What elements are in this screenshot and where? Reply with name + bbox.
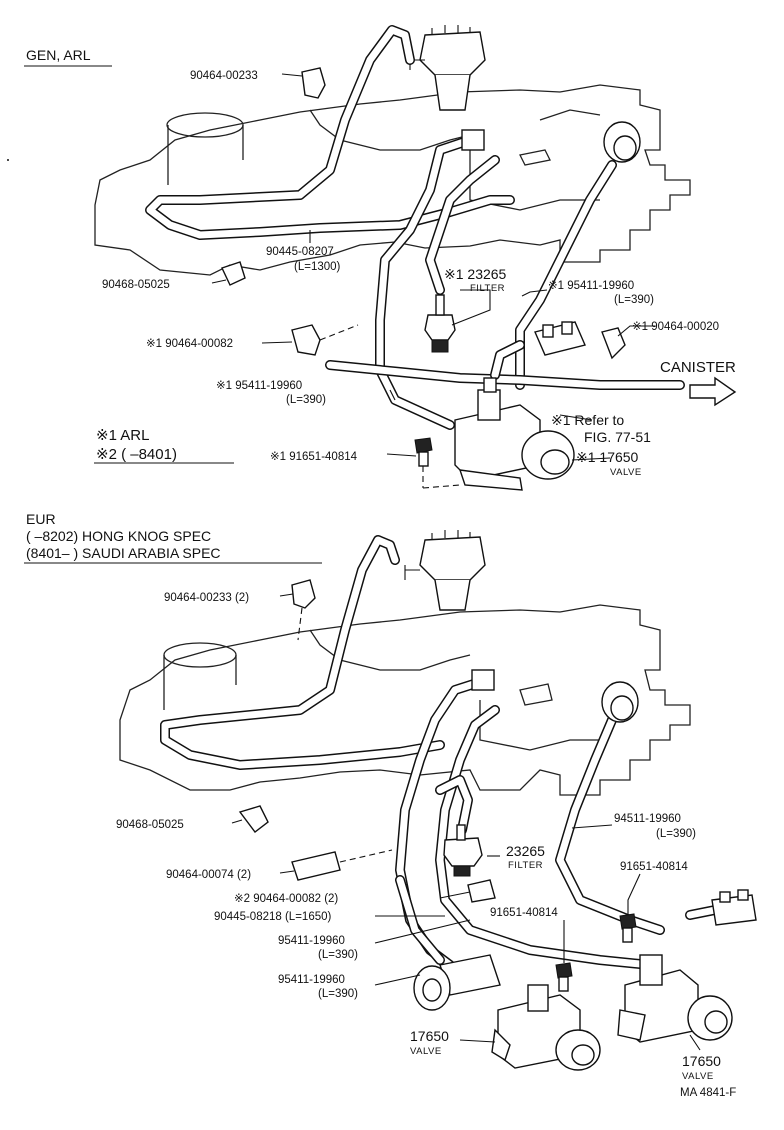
note-2: ※2 ( –8401) — [96, 446, 177, 463]
leaders-top — [211, 73, 655, 489]
bolt-91651-40814-b-icon — [555, 962, 573, 979]
bolt-91651-40814-c-icon — [619, 913, 637, 930]
callout-94511-19960: 94511-19960 — [614, 813, 681, 825]
filter-top — [424, 294, 456, 353]
valve-top — [454, 321, 586, 491]
callout-refer-to: ※1 Refer to — [551, 412, 624, 428]
callout-91651-40814-top: ※1 91651-40814 — [270, 451, 358, 463]
callout-filter-bottom: 23265 — [506, 843, 545, 859]
callout-valve-top: ※1 17650 — [576, 449, 639, 465]
callout-91651-40814-c: 91651-40814 — [490, 907, 558, 919]
canister-arrow — [689, 376, 737, 407]
connector-bottom — [685, 889, 757, 926]
callout-94511-19960-length: (L=390) — [656, 828, 696, 840]
bolt-91651-40814-icon — [414, 437, 433, 454]
callout-90464-00082-b: ※2 90464-00082 (2) — [234, 893, 338, 905]
callout-filter-bottom-label: FILTER — [508, 860, 543, 871]
clip-90464-00082-b-icon — [467, 879, 496, 903]
callout-90464-00233-b: 90464-00233 (2) — [164, 592, 249, 604]
clip-90464-00082-icon — [291, 324, 321, 356]
callout-95411-19960-c: 95411-19960 — [278, 935, 345, 947]
bottom-heading-1: EUR — [26, 511, 56, 527]
hoses-bottom — [160, 535, 665, 970]
callout-95411-19960-a-length: (L=390) — [614, 294, 654, 306]
callout-90464-00233: 90464-00233 — [190, 70, 258, 82]
distributor-top — [409, 25, 486, 111]
callout-95411-19960-c-length: (L=390) — [318, 949, 358, 961]
callout-90445-08207-length: (L=1300) — [294, 261, 341, 273]
clip-90464-00074-icon — [291, 851, 341, 881]
callout-90445-08218: 90445-08218 (L=1650) — [214, 911, 332, 923]
clips-top — [221, 67, 626, 467]
callout-valve-bottom-left: 17650 — [410, 1028, 449, 1044]
callout-90464-00082: ※1 90464-00082 — [146, 338, 233, 350]
clip-90464-00233-icon — [301, 67, 326, 99]
top-heading: GEN, ARL — [26, 47, 91, 63]
callout-90445-08207: 90445-08207 — [266, 246, 334, 258]
figure-id: MA 4841-F — [680, 1087, 736, 1099]
callout-90468-05025-b: 90468-05025 — [116, 819, 184, 831]
callout-90468-05025: 90468-05025 — [102, 279, 170, 291]
callout-90464-00074: 90464-00074 (2) — [166, 869, 251, 881]
callout-95411-19960-b-length: (L=390) — [286, 394, 326, 406]
callout-refer-fig: FIG. 77-51 — [584, 429, 651, 445]
clip-90464-00233-b-icon — [291, 579, 316, 609]
stray-dot — [7, 159, 9, 161]
bottom-section: EUR ( –8202) HONG KNOG SPEC (8401– ) SAU… — [24, 511, 757, 1099]
hoses-top — [145, 25, 685, 430]
vacuum-port-bottom — [471, 669, 639, 723]
leaders-bottom — [231, 593, 701, 1051]
valve-bottom-right — [617, 954, 733, 1043]
note-1: ※1 ARL — [96, 427, 149, 444]
clip-90468-05025-icon — [221, 261, 246, 286]
clip-90468-05025-b-icon — [238, 805, 269, 833]
callout-valve-bottom-right-label: VALVE — [682, 1071, 714, 1082]
valve-bottom-left — [413, 954, 601, 1071]
bottom-heading-2: ( –8202) HONG KNOG SPEC — [26, 528, 211, 544]
callout-95411-19960-b: ※1 95411-19960 — [216, 380, 302, 392]
engine-outline-bottom — [119, 604, 691, 796]
filter-bottom — [443, 824, 483, 877]
bottom-heading-3: (8401– ) SAUDI ARABIA SPEC — [26, 545, 221, 561]
callout-valve-top-label: VALVE — [610, 467, 642, 478]
clips-bottom — [238, 579, 637, 992]
callout-valve-bottom-right: 17650 — [682, 1053, 721, 1069]
callout-valve-bottom-left-label: VALVE — [410, 1046, 442, 1057]
callout-90464-00020: ※1 90464-00020 — [632, 321, 719, 333]
top-section: GEN, ARL — [24, 25, 737, 491]
callout-canister: CANISTER — [660, 359, 736, 376]
callout-95411-19960-d: 95411-19960 — [278, 974, 345, 986]
callout-95411-19960-a: ※1 95411-19960 — [548, 280, 634, 292]
callout-filter-top: ※1 23265 — [444, 266, 507, 282]
callout-91651-40814-b: 91651-40814 — [620, 861, 688, 873]
distributor-bottom — [404, 530, 486, 611]
vacuum-port-top — [461, 121, 641, 163]
callout-95411-19960-d-length: (L=390) — [318, 988, 358, 1000]
callout-filter-top-label: FILTER — [470, 283, 505, 294]
